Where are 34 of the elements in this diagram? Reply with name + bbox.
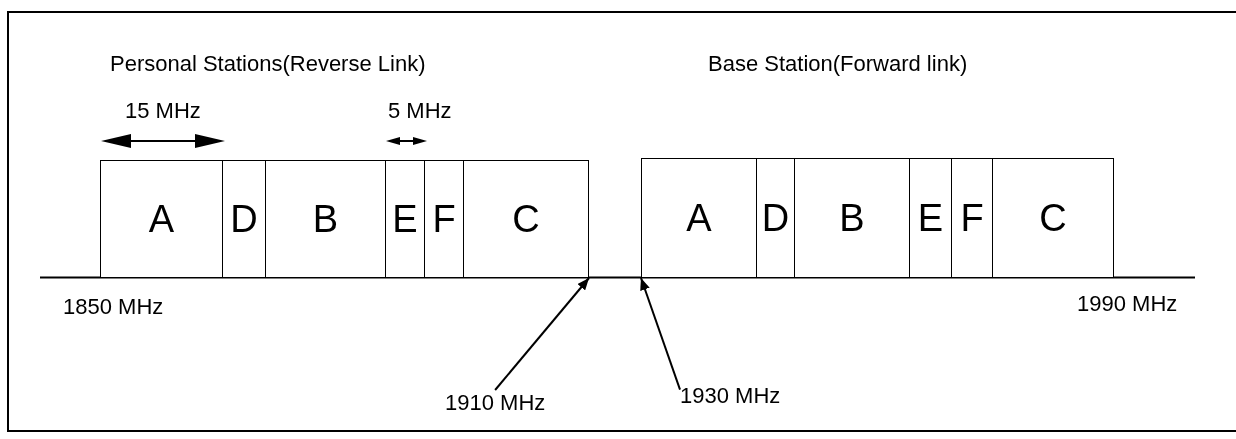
frequency-block	[463, 160, 589, 278]
block-letter: A	[686, 199, 712, 237]
frequency-block	[385, 160, 425, 278]
block-letter: D	[230, 200, 258, 238]
section-title: Base Station(Forward link)	[708, 51, 968, 78]
frequency-block	[794, 158, 910, 278]
block-letter: C	[1039, 199, 1067, 237]
block-letter: E	[392, 200, 418, 238]
frequency-block	[641, 158, 757, 278]
block-letter: D	[761, 199, 790, 237]
dimension-label: 15 MHz	[125, 98, 201, 125]
block-letter: A	[148, 200, 175, 238]
block-letter: B	[839, 199, 865, 237]
dimension-label: 5 MHz	[388, 98, 452, 125]
frequency-block	[909, 158, 952, 278]
leader-arrow	[640, 277, 681, 391]
block-letter: C	[512, 200, 540, 238]
frequency-block	[992, 158, 1114, 278]
frequency-block	[756, 158, 795, 278]
frequency-label: 1930 MHz	[680, 383, 781, 410]
frequency-block	[424, 160, 464, 278]
leader-arrow	[494, 277, 590, 391]
frequency-label: 1910 MHz	[445, 390, 546, 417]
block-letter: E	[917, 199, 944, 237]
frequency-label: 1850 MHz	[63, 294, 164, 321]
frequency-block	[265, 160, 386, 278]
block-letter: F	[432, 200, 456, 238]
block-letter: F	[960, 199, 984, 237]
frequency-block	[951, 158, 993, 278]
section-title: Personal Stations(Reverse Link)	[110, 51, 426, 78]
frequency-block	[222, 160, 266, 278]
frequency-label: 1990 MHz	[1077, 291, 1178, 318]
frequency-block	[100, 160, 223, 278]
block-letter: B	[312, 200, 339, 238]
